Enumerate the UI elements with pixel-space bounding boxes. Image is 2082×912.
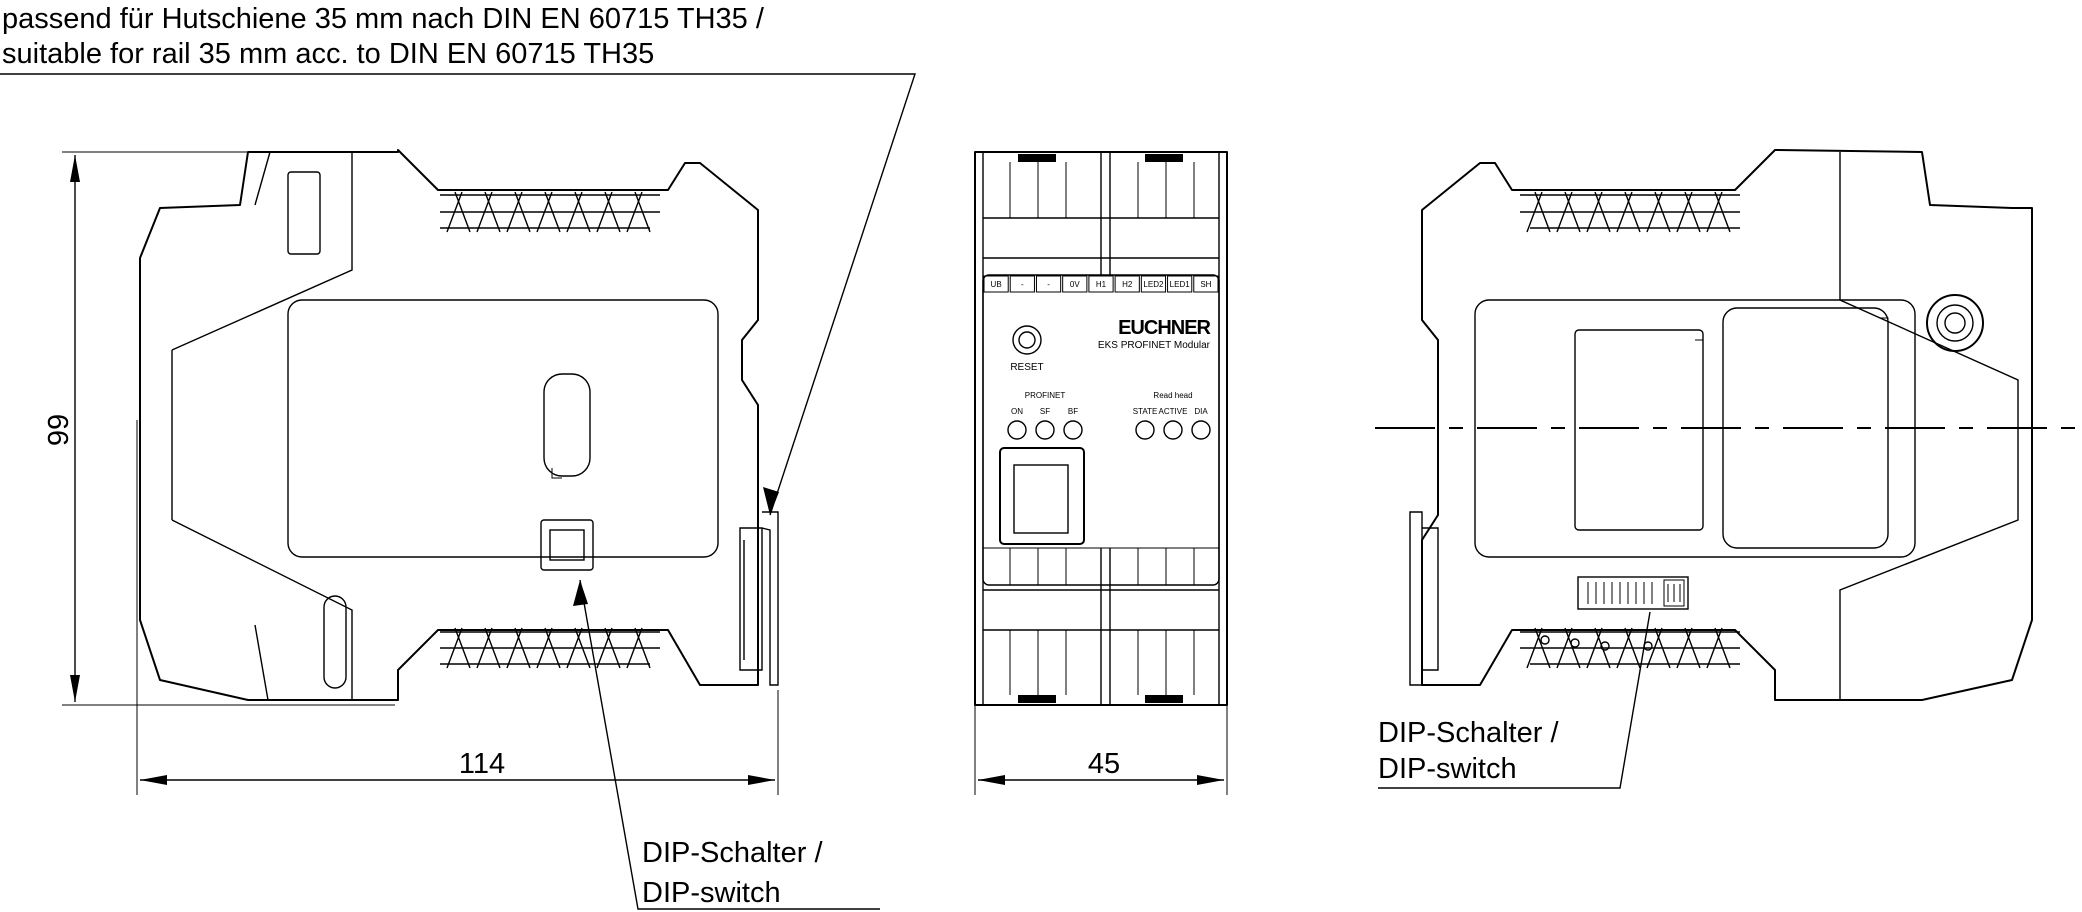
terminal-label: H2 [1122,280,1133,289]
side-view-right-housing [1421,149,2033,701]
terminal-label: H1 [1096,280,1107,289]
front-panel [982,274,1220,586]
reset-button [1012,325,1042,355]
dimension-depth: 114 [136,420,779,795]
side-view-right-knob [1926,294,1984,352]
side-view-left-label-plate [287,299,719,558]
dimension-width: 45 [974,705,1228,795]
terminal-label: 0V [1070,280,1080,289]
dip-callout-right-line1: DIP-Schalter / [1378,717,1559,749]
led-label: ON [1011,407,1023,416]
side-view-left-dip-switch [540,519,594,571]
led-indicator [1135,420,1155,440]
terminal-label: LED2 [1143,280,1164,289]
terminal-cell [1140,275,1167,293]
side-view-right-vents-bottom [1520,627,1740,669]
side-view-left [139,149,779,701]
front-panel-model: EKS PROFINET Modular [1098,340,1211,351]
dip-callout-left-line2: DIP-switch [642,877,781,909]
front-panel-brand: EUCHNER [1118,317,1211,339]
terminal-cell [1193,275,1219,293]
side-view-left-housing [139,149,759,701]
dip-callout-left-line1: DIP-Schalter / [642,837,823,869]
terminal-cell [1088,275,1114,293]
side-view-right-vents-top [1520,191,1740,233]
readhead-label: Read head [1153,391,1192,400]
led-indicator [1063,420,1083,440]
dimension-height: 99 [43,151,395,706]
led-label: STATE [1133,407,1158,416]
reset-label: RESET [1010,362,1043,373]
front-view: UB - - 0V H1 H2 LED2 LED1 SH EUCHNER EKS PROFINE… [974,151,1228,706]
terminal-label: LED1 [1170,280,1191,289]
terminal-label: SH [1200,280,1211,289]
terminal-label: - [1047,280,1050,289]
led-label: BF [1068,407,1078,416]
led-indicator [1007,420,1027,440]
terminal-label: UB [991,280,1002,289]
dimension-height-value: 99 [43,414,75,446]
side-view-left-window [543,373,591,477]
terminal-label-strip: UB - - 0V H1 H2 LED2 LED1 SH [983,275,1219,293]
led-indicator [1035,420,1055,440]
terminal-label: - [1021,280,1024,289]
profinet-led-group: ON SF BF [1007,407,1083,440]
dip-callout-left: DIP-Schalter / DIP-switch [573,579,880,910]
side-view-left-vents-top [440,191,660,233]
dimension-width-value: 45 [1088,748,1120,780]
side-view-right-rail-clip [1409,511,1439,686]
terminal-cell [1035,275,1062,293]
side-view-left-rail-clip [739,511,779,686]
profinet-label: PROFINET [1025,391,1066,400]
terminal-cell [1009,275,1035,293]
led-indicator [1163,420,1183,440]
led-label: ACTIVE [1159,407,1188,416]
led-label: SF [1040,407,1050,416]
terminal-cell [1167,275,1193,293]
dip-callout-right: DIP-Schalter / DIP-switch [1378,611,1651,789]
front-panel-display [999,447,1085,545]
rail-note-leader [0,73,916,516]
terminal-cell [1062,275,1088,293]
side-view-right [1375,149,2082,701]
side-view-left-vents-bottom [440,627,660,669]
dimension-depth-value: 114 [459,748,505,780]
rail-note-arrow [763,487,779,515]
terminal-cell [1114,275,1140,293]
dip-callout-right-line2: DIP-switch [1378,753,1517,785]
led-indicator [1191,420,1211,440]
rail-note-line-de: passend für Hutschiene 35 mm nach DIN EN… [2,3,765,35]
rail-note-line-en: suitable for rail 35 mm acc. to DIN EN 6… [2,38,654,70]
led-label: DIA [1194,407,1208,416]
terminal-cell [983,275,1009,293]
rail-note: passend für Hutschiene 35 mm nach DIN EN… [0,3,916,516]
side-view-right-dip-switch [1577,576,1689,610]
